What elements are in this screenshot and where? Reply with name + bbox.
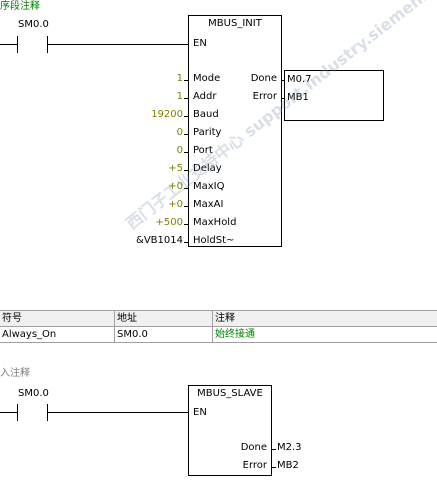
n2-output-error-value[interactable]: MB2: [277, 460, 299, 471]
mbus-init-pin-done: Done: [250, 73, 277, 84]
mbus-init-pin-parity: Parity: [193, 127, 222, 138]
value-maxiq[interactable]: +0: [168, 181, 183, 192]
mbus-init-pin-delay: Delay: [193, 163, 222, 174]
value-delay[interactable]: +5: [168, 163, 183, 174]
n2-tick-done-out: [272, 449, 276, 450]
symbol-col-header[interactable]: 符号: [0, 311, 115, 327]
mbus-init-pin-mode: Mode: [193, 73, 221, 84]
mbus-slave-pin-done: Done: [240, 442, 267, 453]
n1-rung-to-en: [47, 44, 188, 45]
tick-maxai: [184, 206, 188, 207]
n1-contact-label[interactable]: SM0.0: [18, 19, 49, 30]
mbus-init-pin-error: Error: [252, 91, 277, 102]
output-error-value[interactable]: MB1: [287, 92, 309, 103]
mbus-init-pin-port: Port: [193, 145, 213, 156]
value-port[interactable]: 0: [176, 145, 183, 156]
tick-maxiq: [184, 188, 188, 189]
comment-col-header[interactable]: 注释: [213, 311, 437, 327]
mbus-init-pin-baud: Baud: [193, 109, 219, 120]
mbus-init-title: MBUS_INIT: [208, 18, 262, 29]
n1-contact-left-bar[interactable]: [17, 36, 18, 53]
value-mode[interactable]: 1: [176, 73, 183, 84]
value-maxai[interactable]: +0: [168, 199, 183, 210]
output-done-value[interactable]: M0.7: [287, 74, 312, 85]
tick-baud: [184, 116, 188, 117]
tick-delay: [184, 170, 188, 171]
n1-rung-left: [0, 44, 17, 45]
address-col-header[interactable]: 地址: [115, 311, 213, 327]
mbus-slave-title: MBUS_SLAVE: [197, 388, 263, 399]
comment-cell[interactable]: 始终接通: [213, 327, 437, 343]
value-holdst[interactable]: &VB1014: [136, 235, 183, 246]
tick-holdst: [184, 242, 188, 243]
n2-rung-to-en: [47, 412, 188, 413]
network2-comment[interactable]: 入注释: [0, 368, 30, 379]
tick-port: [184, 152, 188, 153]
tick-parity: [184, 134, 188, 135]
address-cell[interactable]: SM0.0: [115, 327, 213, 343]
mbus-init-en-pin: EN: [193, 38, 207, 49]
value-baud[interactable]: 19200: [151, 109, 183, 120]
value-parity[interactable]: 0: [176, 127, 183, 138]
mbus-slave-block[interactable]: MBUS_SLAVE EN Done Error: [188, 385, 272, 476]
mbus-slave-pin-error: Error: [242, 460, 267, 471]
mbus-init-pin-maxai: MaxAI: [193, 199, 224, 210]
n2-contact-label[interactable]: SM0.0: [18, 388, 49, 399]
tick-mode: [184, 80, 188, 81]
mbus-init-block[interactable]: MBUS_INIT EN Mode Addr Baud Parity Port …: [188, 15, 282, 247]
n2-tick-error-out: [272, 467, 276, 468]
mbus-init-pin-addr: Addr: [193, 91, 217, 102]
value-addr[interactable]: 1: [176, 91, 183, 102]
mbus-slave-en-pin: EN: [193, 407, 207, 418]
mbus-init-output-box[interactable]: M0.7 MB1: [284, 70, 384, 121]
symbol-table: 符号 地址 注释 Always_On SM0.0 始终接通: [0, 310, 437, 344]
symbol-cell[interactable]: Always_On: [0, 327, 115, 343]
tick-maxhold: [184, 224, 188, 225]
mbus-init-pin-maxiq: MaxIQ: [193, 181, 225, 192]
network1-comment[interactable]: 序段注释: [0, 1, 40, 12]
n2-contact-left-bar[interactable]: [17, 404, 18, 421]
n2-output-done-value[interactable]: M2.3: [277, 442, 302, 453]
tick-addr: [184, 98, 188, 99]
value-maxhold[interactable]: +500: [155, 217, 183, 228]
mbus-init-pin-holdst: HoldSt~: [193, 235, 235, 246]
n2-rung-left: [0, 412, 17, 413]
mbus-init-pin-maxhold: MaxHold: [193, 217, 237, 228]
